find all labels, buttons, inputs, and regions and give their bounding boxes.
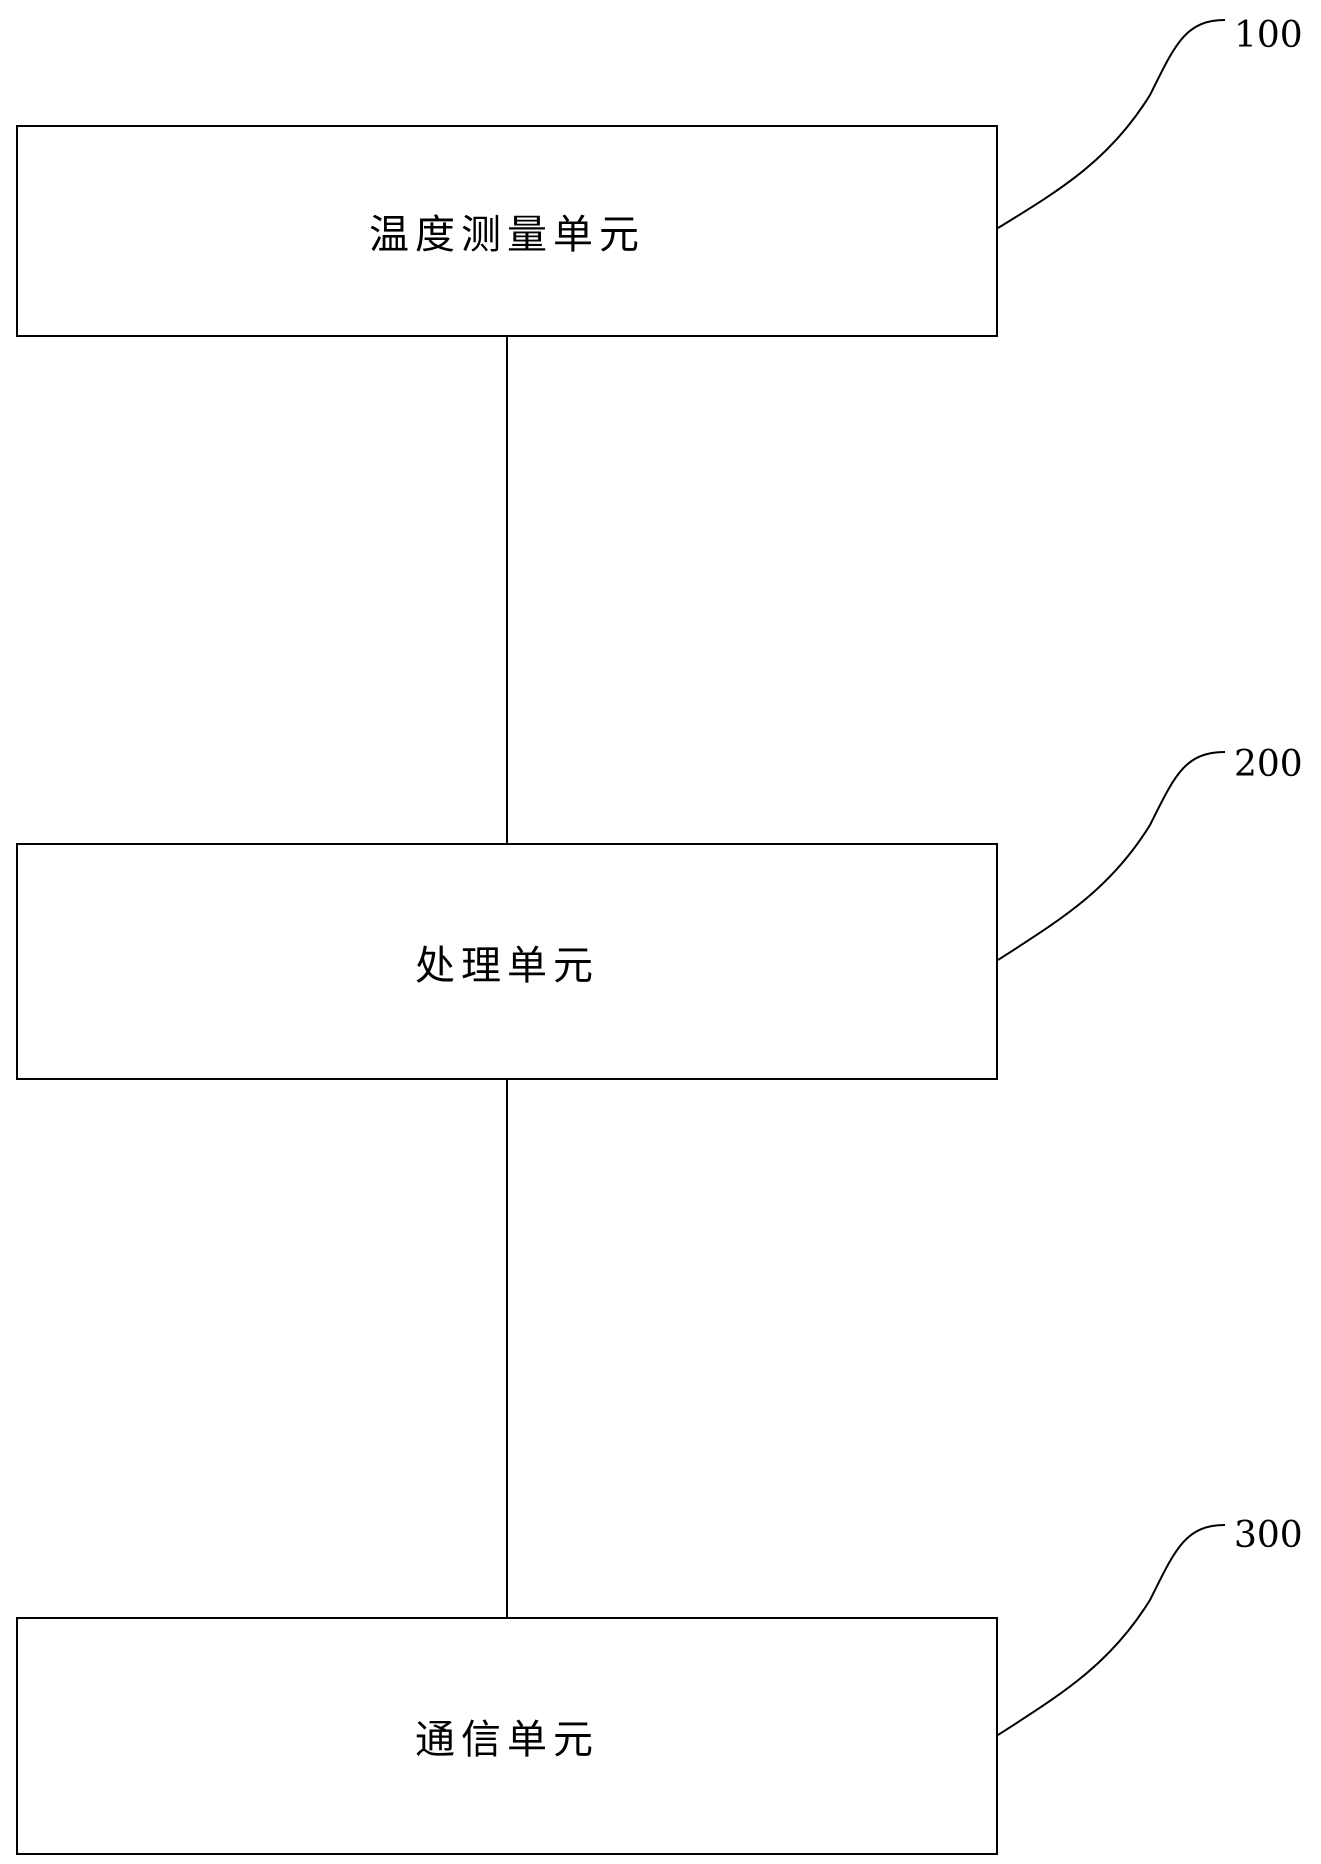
connector-line-100-200 [506,337,508,843]
leader-line-100 [997,19,1226,229]
leader-line-200 [997,751,1226,961]
processing-unit-box: 处理单元 [16,843,998,1080]
communication-unit-box: 通信单元 [16,1617,998,1855]
unit-label: 处理单元 [415,942,599,989]
reference-numeral: 300 [1234,1515,1303,1556]
leader-line-300 [997,1524,1226,1736]
reference-numeral: 200 [1234,744,1303,785]
temperature-measurement-unit-box: 温度测量单元 [16,125,998,337]
unit-label: 通信单元 [415,1717,599,1763]
connector-line-200-300 [506,1080,508,1617]
unit-label: 温度测量单元 [369,212,645,258]
reference-numeral: 100 [1234,15,1303,56]
